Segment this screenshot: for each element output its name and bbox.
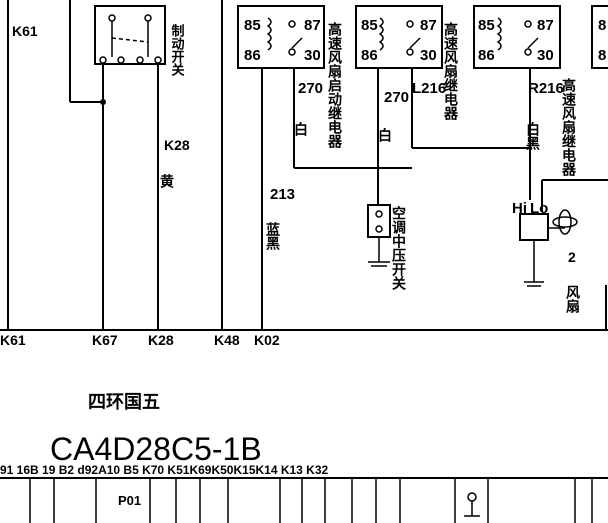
pin-row: 91 16B 19 B2 d92A10 B5 K70 K51K69K50K15K… [0, 463, 329, 477]
vtext-fan-a: 风扇 [564, 285, 580, 314]
vtext-relay-hs1: 高速风扇继电器 [442, 21, 459, 121]
ac-pressure-switch [367, 204, 391, 267]
r3-pin-86: 86 [478, 47, 495, 64]
relay-high-speed-1 [355, 5, 443, 69]
label-k61-top: K61 [12, 23, 38, 39]
vtext-blue-black: 蓝黑 [264, 221, 280, 251]
r2-pin-87: 87 [420, 17, 437, 34]
label-2: 2 [568, 249, 576, 265]
label-k28-mid: K28 [164, 137, 190, 153]
label-k67: K67 [92, 332, 118, 348]
label-270-b: 270 [384, 89, 409, 106]
relay-start [237, 5, 325, 69]
r2-pin-85: 85 [361, 17, 378, 34]
vtext-relay-start: 高速风扇启动继电器 [326, 21, 343, 149]
vtext-white3: 白黑 [524, 121, 540, 151]
label-k61-bottom: K61 [0, 332, 26, 348]
junction-dot [100, 99, 106, 105]
section-title: 四环国五 [88, 392, 160, 413]
fan-motor [519, 179, 608, 287]
label-p01: P01 [118, 493, 141, 508]
r1-pin-30: 30 [304, 47, 321, 64]
vtext-brake-switch: 制动开关 [169, 23, 185, 77]
brake-switch [94, 5, 166, 65]
r3-pin-85: 85 [478, 17, 495, 34]
label-l216: L216 [412, 80, 446, 97]
vtext-relay-hs2: 高速风扇继电器 [560, 77, 577, 177]
r3-pin-87: 87 [537, 17, 554, 34]
label-k02: K02 [254, 332, 280, 348]
r1-pin-86: 86 [244, 47, 261, 64]
label-270-a: 270 [298, 80, 323, 97]
vtext-ac-switch: 空调中压开关 [390, 205, 406, 291]
r4-pin-8a: 8 [598, 17, 606, 34]
r4-pin-8b: 8 [598, 47, 606, 64]
r1-pin-87: 87 [304, 17, 321, 34]
model-code: CA4D28C5-1B [50, 431, 262, 467]
ecu-connector [0, 477, 608, 523]
vtext-yellow: 黄 [158, 173, 174, 189]
vtext-white1: 白 [292, 121, 308, 137]
r2-pin-86: 86 [361, 47, 378, 64]
label-r216: R216 [528, 80, 564, 97]
vtext-white2: 白 [376, 127, 392, 143]
relay-partial-right [591, 5, 608, 69]
label-k28-bottom: K28 [148, 332, 174, 348]
label-k48: K48 [214, 332, 240, 348]
r1-pin-85: 85 [244, 17, 261, 34]
label-lo: Lo [530, 200, 548, 217]
relay-high-speed-2 [473, 5, 561, 69]
r3-pin-30: 30 [537, 47, 554, 64]
label-hi: Hi [512, 200, 527, 217]
label-213: 213 [270, 186, 295, 203]
r2-pin-30: 30 [420, 47, 437, 64]
